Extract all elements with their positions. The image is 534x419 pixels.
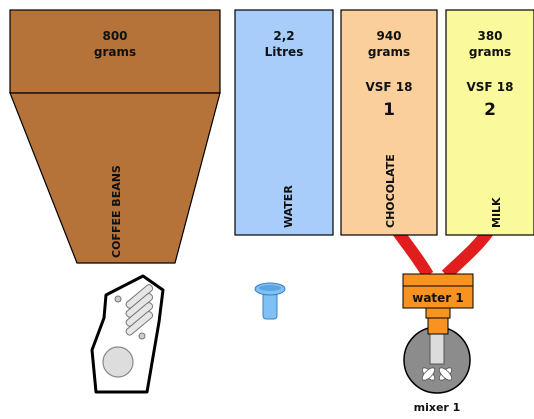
chocolate-label: CHOCOLATE <box>384 154 397 228</box>
water-cup-icon <box>255 283 285 319</box>
milk-label: MILK <box>490 197 503 228</box>
coffee-grinder-icon <box>92 276 163 392</box>
mixer-label: mixer 1 <box>414 401 461 414</box>
coffee-beans-hopper: 800 grams COFFEE BEANS <box>10 10 220 263</box>
grinder-disc <box>103 347 133 377</box>
chocolate-amount: 940 <box>376 29 401 43</box>
milk-number: 2 <box>484 100 496 120</box>
milk-canister: 380 grams VSF 18 2 MILK <box>446 10 534 235</box>
chocolate-number: 1 <box>383 100 395 120</box>
milk-amount: 380 <box>477 29 502 43</box>
chocolate-vsf: VSF 18 <box>365 80 412 94</box>
water-1-label: water 1 <box>412 291 464 305</box>
cup-opening <box>259 285 281 291</box>
water-unit: Litres <box>265 45 304 59</box>
coffee-amount: 800 <box>102 29 127 43</box>
milk-vsf: VSF 18 <box>466 80 513 94</box>
grinder-dot-2 <box>139 333 145 339</box>
coffee-unit: grams <box>94 45 136 59</box>
ingredient-tubes <box>398 232 488 275</box>
water-1-outlet <box>426 308 450 318</box>
coffee-beans-label: COFFEE BEANS <box>110 165 123 258</box>
chocolate-canister: 940 grams VSF 18 1 CHOCOLATE <box>341 10 437 235</box>
chocolate-tube <box>398 232 428 275</box>
water-1-unit: water 1 <box>403 274 473 318</box>
mixer-orange-stream <box>428 318 448 334</box>
mixer-window <box>430 332 444 364</box>
water-amount: 2,2 <box>273 29 294 43</box>
water-label: WATER <box>282 185 295 228</box>
water-tank: 2,2 Litres WATER <box>235 10 333 235</box>
milk-unit: grams <box>469 45 511 59</box>
water-1-top-connector <box>403 274 473 286</box>
mixer-1: mixer 1 <box>404 318 470 414</box>
grinder-dot-1 <box>115 296 121 302</box>
chocolate-unit: grams <box>368 45 410 59</box>
milk-tube <box>446 232 488 275</box>
